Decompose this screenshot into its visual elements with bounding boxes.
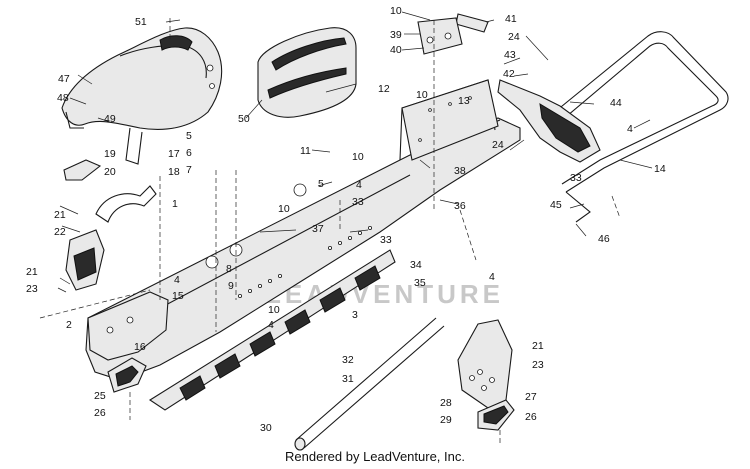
callout-25: 25 bbox=[94, 390, 106, 402]
callout-21-low: 21 bbox=[26, 266, 38, 278]
side-plate-part bbox=[457, 319, 513, 409]
callout-47: 47 bbox=[58, 73, 70, 85]
callout-5-top: 5 bbox=[186, 130, 192, 142]
callout-45: 45 bbox=[550, 199, 562, 211]
callout-24-low: 24 bbox=[492, 139, 504, 151]
callout-41: 41 bbox=[505, 13, 517, 25]
callout-42: 42 bbox=[503, 68, 515, 80]
callout-34: 34 bbox=[410, 259, 422, 271]
callout-12: 12 bbox=[378, 83, 390, 95]
callout-48: 48 bbox=[57, 92, 69, 104]
callout-51: 51 bbox=[135, 16, 147, 28]
callout-33-low: 33 bbox=[380, 234, 392, 246]
callout-14: 14 bbox=[654, 163, 666, 175]
callout-16: 16 bbox=[134, 341, 146, 353]
left-bracket-part bbox=[65, 229, 105, 291]
callout-5-mid: 5 bbox=[318, 178, 324, 190]
callout-9: 9 bbox=[228, 280, 234, 292]
callout-49: 49 bbox=[104, 113, 116, 125]
callout-18: 18 bbox=[168, 166, 180, 178]
snow-flap-part bbox=[497, 79, 601, 163]
callout-10-mid: 10 bbox=[416, 89, 428, 101]
callout-28: 28 bbox=[440, 397, 452, 409]
callout-32: 32 bbox=[342, 354, 354, 366]
callout-39: 39 bbox=[390, 29, 402, 41]
callout-10-left: 10 bbox=[278, 203, 290, 215]
callout-15: 15 bbox=[172, 290, 184, 302]
foot-pad-part bbox=[477, 399, 515, 431]
rear-grab-bar-part bbox=[539, 31, 729, 223]
leader-lines bbox=[39, 11, 653, 446]
callout-24-top: 24 bbox=[508, 31, 520, 43]
callout-44: 44 bbox=[610, 97, 622, 109]
callout-21-right: 21 bbox=[532, 340, 544, 352]
heel-pad-part bbox=[107, 357, 147, 393]
callout-10-low: 10 bbox=[268, 304, 280, 316]
callout-50: 50 bbox=[238, 113, 250, 125]
render-credit: Rendered by LeadVenture, Inc. bbox=[285, 449, 465, 464]
callout-4-mid: 4 bbox=[356, 179, 362, 191]
callout-30: 30 bbox=[260, 422, 272, 434]
tube-part bbox=[294, 317, 445, 451]
callout-4-lower: 4 bbox=[174, 274, 180, 286]
callout-46: 46 bbox=[598, 233, 610, 245]
callout-1: 1 bbox=[172, 198, 178, 210]
bracket-40-part bbox=[417, 17, 463, 55]
watermark-text: LEADVENTURE bbox=[265, 279, 504, 309]
seat-cover-part bbox=[257, 27, 357, 118]
callout-13: 13 bbox=[458, 95, 470, 107]
callout-23-right: 23 bbox=[532, 359, 544, 371]
callout-36: 36 bbox=[454, 200, 466, 212]
front-bracket-part bbox=[87, 291, 169, 361]
callout-17: 17 bbox=[168, 148, 180, 160]
callout-6: 6 bbox=[186, 147, 192, 159]
handle-20-part bbox=[95, 185, 157, 223]
callout-4-rear: 4 bbox=[627, 123, 633, 135]
callout-20: 20 bbox=[104, 166, 116, 178]
callout-2: 2 bbox=[66, 319, 72, 331]
callout-38: 38 bbox=[454, 165, 466, 177]
callout-33-mid: 33 bbox=[352, 196, 364, 208]
callout-19: 19 bbox=[104, 148, 116, 160]
callout-31: 31 bbox=[342, 373, 354, 385]
callout-3: 3 bbox=[352, 309, 358, 321]
callout-4-right: 4 bbox=[489, 271, 495, 283]
callout-40: 40 bbox=[390, 44, 402, 56]
callout-33-rear: 33 bbox=[570, 172, 582, 184]
callout-11: 11 bbox=[300, 145, 311, 157]
callout-10-top: 10 bbox=[390, 5, 402, 17]
callout-8: 8 bbox=[226, 263, 232, 275]
callout-4-bottom: 4 bbox=[268, 319, 274, 331]
callout-29: 29 bbox=[440, 414, 452, 426]
callout-27: 27 bbox=[525, 391, 537, 403]
tunnel-part bbox=[85, 79, 521, 381]
callout-26-right: 26 bbox=[525, 411, 537, 423]
callout-26-left: 26 bbox=[94, 407, 106, 419]
pad-19-part bbox=[63, 159, 102, 181]
callout-10-center: 10 bbox=[352, 151, 364, 163]
callout-43: 43 bbox=[504, 49, 516, 61]
running-board-part bbox=[148, 249, 396, 411]
callout-labels: 51 47 48 49 50 10 39 40 41 24 43 42 12 1… bbox=[26, 5, 666, 434]
callout-22: 22 bbox=[54, 226, 66, 238]
callout-37: 37 bbox=[312, 223, 324, 235]
callout-23-left: 23 bbox=[26, 283, 38, 295]
bracket-41-part bbox=[455, 13, 489, 33]
seat-part bbox=[61, 27, 223, 165]
callout-21-left: 21 bbox=[54, 209, 66, 221]
callout-35: 35 bbox=[414, 277, 426, 289]
callout-7: 7 bbox=[186, 164, 192, 176]
